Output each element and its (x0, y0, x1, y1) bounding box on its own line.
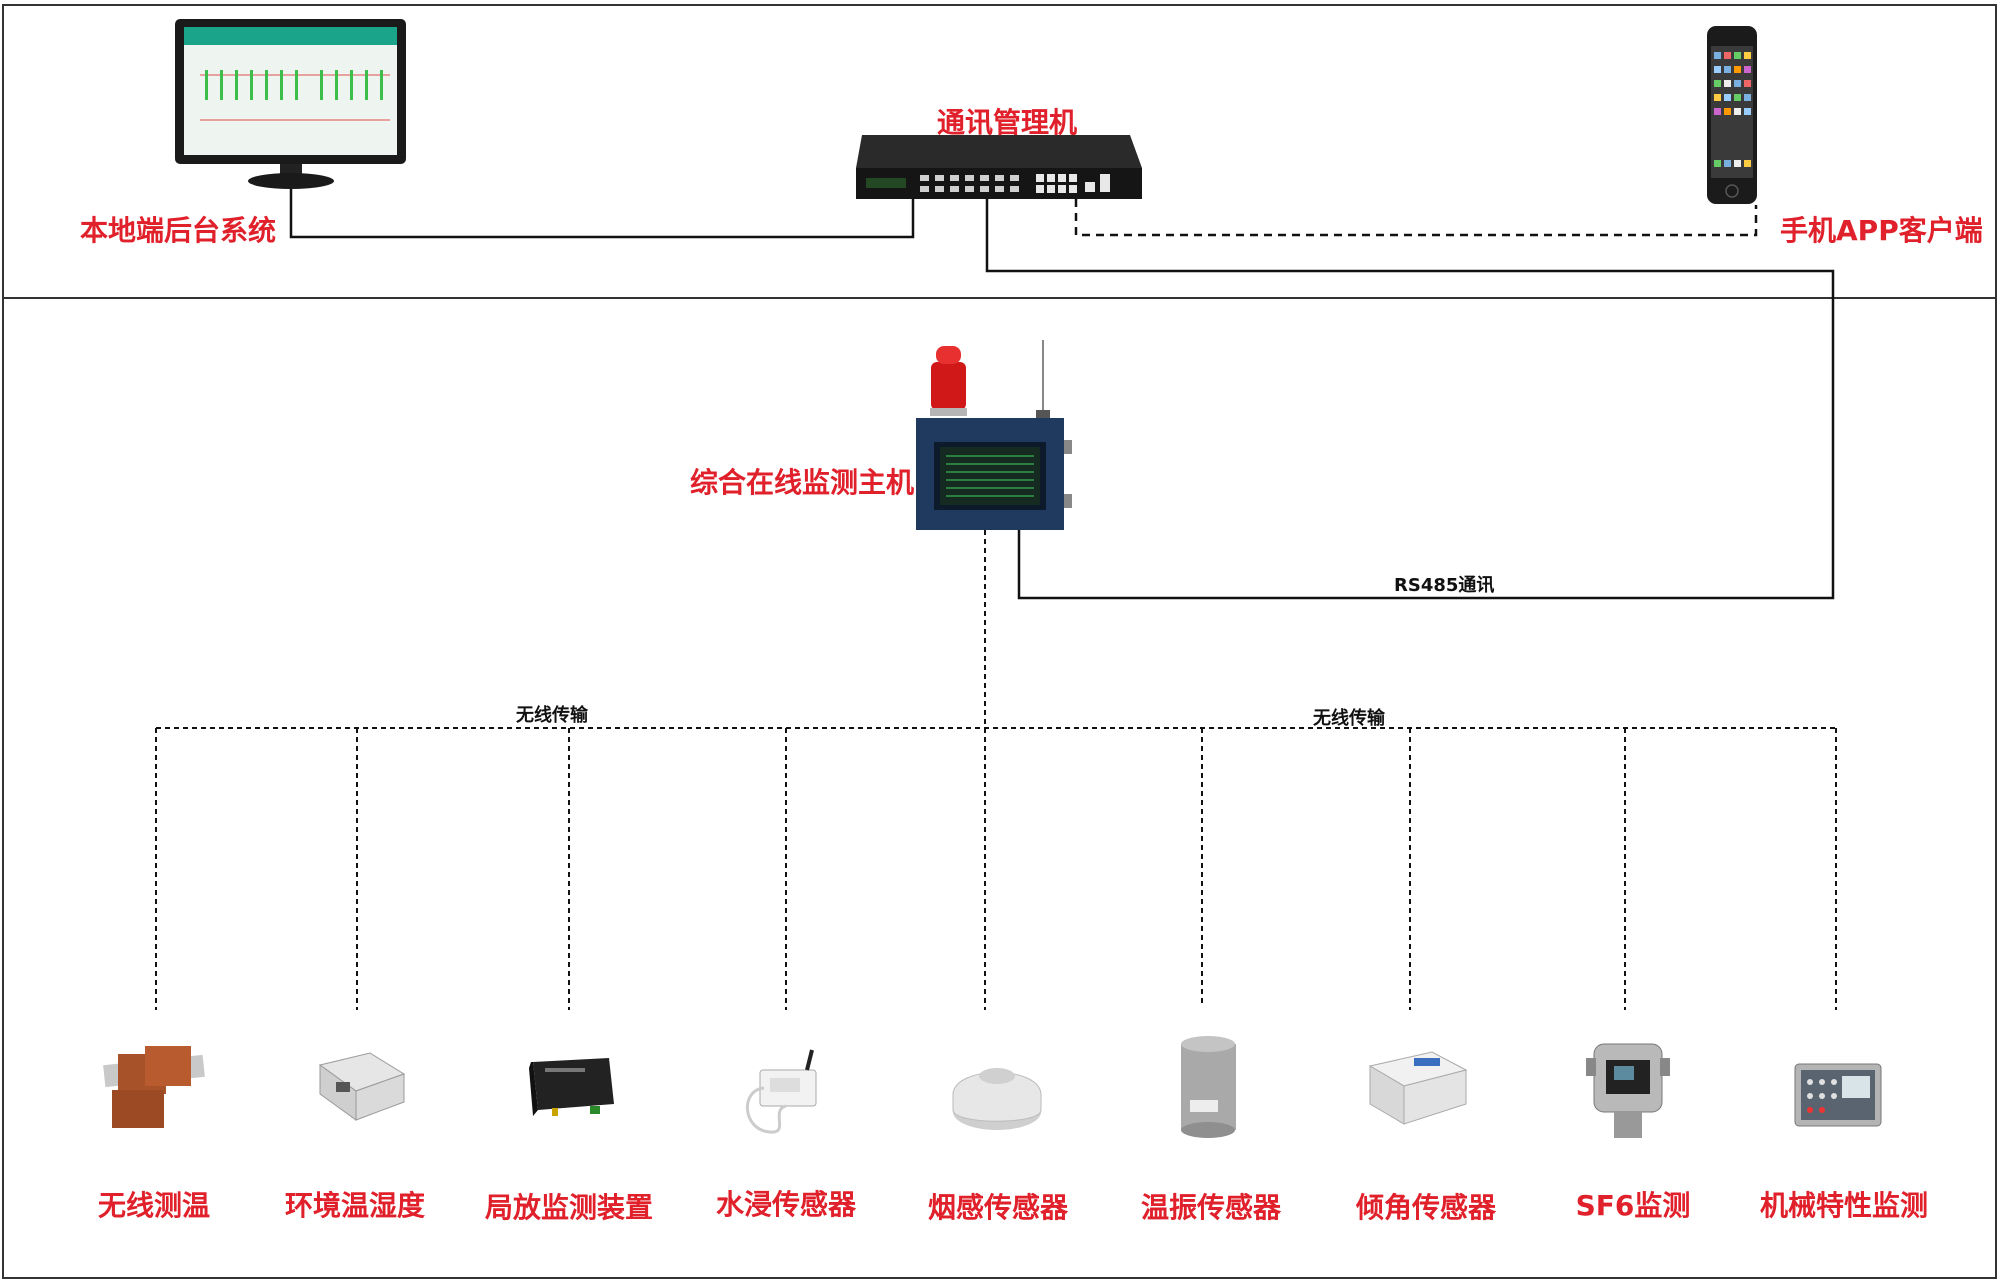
mobile-app-label: 手机APP客户端 (1780, 214, 1983, 247)
water-leak-sensor-icon (746, 1049, 817, 1134)
rs485-line (985, 199, 1835, 600)
sensor-label: SF6监测 (1575, 1189, 1691, 1222)
wired-connections (289, 188, 1835, 600)
sensor-label: 烟感传感器 (927, 1191, 1069, 1224)
backend-to-manager-line (289, 188, 915, 239)
smartphone-icon (1707, 26, 1757, 204)
wireless-label-left: 无线传输 (516, 705, 588, 726)
partial-discharge-monitor-icon (529, 1058, 614, 1116)
comm-manager-label: 通讯管理机 (937, 106, 1078, 139)
wireless-tree (155, 530, 1837, 1010)
sensor-label: 无线测温 (97, 1189, 211, 1222)
vibration-sensor-icon (1181, 1036, 1236, 1138)
tilt-sensor-icon (1368, 1051, 1468, 1125)
network-switch-icon (856, 135, 1142, 199)
smoke-detector-icon (952, 1068, 1042, 1130)
wireless-label-right: 无线传输 (1313, 708, 1385, 729)
rs485-label: RS485通讯 (1394, 575, 1495, 596)
local-backend-label: 本地端后台系统 (80, 214, 277, 247)
sensor-label: 温振传感器 (1140, 1191, 1282, 1224)
sf6-gas-detector-icon (1586, 1043, 1670, 1138)
mechanical-characteristic-monitor-icon (1794, 1063, 1882, 1127)
sensor-label: 局放监测装置 (484, 1191, 654, 1224)
wireless-temperature-sensor-icon (103, 1046, 205, 1128)
sensor-label: 水浸传感器 (715, 1188, 857, 1221)
manager-to-phone-dashed-line (1074, 199, 1758, 237)
sensor-label: 机械特性监测 (1759, 1189, 1929, 1222)
desktop-monitor-icon (175, 19, 406, 189)
monitor-host-label: 综合在线监测主机 (690, 466, 915, 499)
monitoring-host-icon (916, 340, 1072, 530)
outer-frame (2, 4, 1997, 1279)
temperature-humidity-sensor-icon (318, 1052, 406, 1121)
sensor-label: 倾角传感器 (1355, 1191, 1497, 1224)
sensor-label: 环境温湿度 (284, 1189, 426, 1222)
